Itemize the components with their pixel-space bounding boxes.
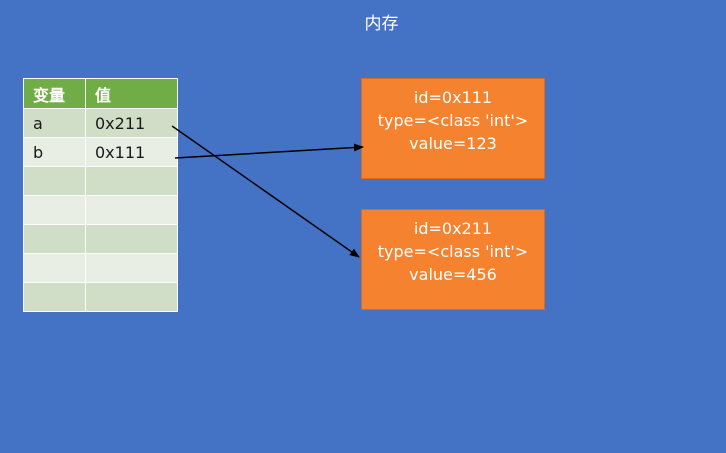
- object-type: type=<class 'int'>: [377, 242, 529, 261]
- variable-value-cell: [85, 166, 178, 196]
- arrow-b-to-0x111: [174, 143, 364, 159]
- table-row: [23, 282, 178, 312]
- object-value: value=123: [409, 134, 497, 153]
- variable-name-cell: [23, 253, 86, 283]
- variable-value-cell: [85, 195, 178, 225]
- table-row: a 0x211: [23, 108, 178, 138]
- variable-name-cell: b: [23, 137, 86, 167]
- header-value: 值: [85, 78, 178, 109]
- table-row: [23, 253, 178, 283]
- table-header-row: 变量 值: [23, 78, 178, 109]
- variable-name-cell: [23, 195, 86, 225]
- variable-table: 变量 值 a 0x211 b 0x111: [23, 78, 178, 312]
- variable-value-cell: 0x111: [85, 137, 178, 167]
- object-type: type=<class 'int'>: [377, 111, 529, 130]
- memory-title: 内存: [364, 14, 399, 34]
- table-row: [23, 166, 178, 196]
- variable-value-cell: [85, 282, 178, 312]
- variable-name-cell: [23, 282, 86, 312]
- object-box-0x211: id=0x211 type=<class 'int'> value=456: [361, 209, 545, 310]
- arrow-a-to-0x211: [171, 125, 360, 258]
- table-row: b 0x111: [23, 137, 178, 167]
- object-value: value=456: [409, 265, 497, 284]
- variable-value-cell: 0x211: [85, 108, 178, 138]
- object-id: id=0x211: [413, 219, 493, 238]
- variable-name-cell: [23, 166, 86, 196]
- header-variable: 变量: [23, 78, 86, 109]
- object-box-0x111: id=0x111 type=<class 'int'> value=123: [361, 78, 545, 179]
- table-row: [23, 195, 178, 225]
- object-id: id=0x111: [413, 88, 493, 107]
